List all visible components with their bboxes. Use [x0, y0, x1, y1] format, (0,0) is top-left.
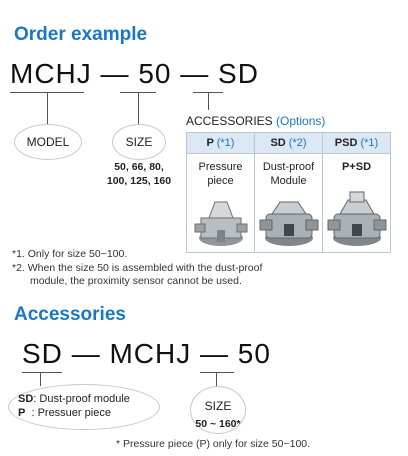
accessories-title: ACCESSORIES (Options) [186, 114, 325, 128]
code-dash: — [71, 338, 101, 369]
accessory-code: SD — MCHJ — 50 [22, 338, 271, 370]
accessories-options-text: (Options) [276, 114, 326, 128]
code-dash: — [200, 338, 230, 369]
size2-oval [190, 386, 246, 434]
size-values-line2: 100, 125, 160 [106, 175, 172, 187]
header-note: (*2) [288, 137, 307, 149]
size-label: SIZE [125, 135, 153, 149]
underline-sd [22, 372, 62, 373]
code-model: MCHJ [109, 338, 192, 369]
header-note: (*1) [360, 137, 379, 149]
code-model: MCHJ [10, 58, 92, 89]
sd-key: SD [18, 393, 34, 405]
size-values: 50, 66, 80, 100, 125, 160 [98, 160, 180, 188]
table-header-cell: PSD (*1) [322, 132, 391, 154]
header-code: P [206, 137, 214, 149]
table-header-cell: SD (*2) [254, 132, 323, 154]
gripper-psd-image [327, 191, 387, 246]
header-code: SD [270, 137, 286, 149]
desc-line2: Module [270, 175, 307, 187]
table-header-cell: P (*1) [186, 132, 255, 154]
desc-line1: Dust-proof [262, 161, 315, 173]
underline-size2 [200, 372, 234, 373]
size2-range: 50 ~ 160* [195, 418, 241, 430]
leader-size2 [216, 372, 217, 388]
model-oval [14, 124, 82, 160]
code-size: 50 [237, 338, 271, 369]
size-oval [112, 124, 166, 160]
gripper-dustproof-image [259, 201, 319, 246]
header-code: PSD [334, 137, 358, 149]
table-header-row: P (*1) SD (*2) PSD (*1) [186, 132, 391, 154]
sd-desc: : Dust-proof module [33, 393, 130, 405]
code-dash: — [100, 58, 130, 89]
accessory-p: P : Pressuer piece [18, 406, 130, 420]
size-values-line1: 50, 66, 80, [114, 161, 164, 173]
order-code: MCHJ — 50 — SD [10, 58, 259, 90]
code-dash: — [180, 58, 210, 89]
leader-sd [40, 372, 41, 386]
order-example-heading: Order example [14, 24, 148, 45]
code-accessory: SD [22, 338, 63, 369]
note-1: *1. Only for size 50~100. [12, 248, 128, 260]
code-accessory: SD [218, 58, 259, 89]
header-note: (*1) [216, 137, 235, 149]
accessory-footnote: * Pressure piece (P) only for size 50~10… [116, 438, 311, 450]
note-2a: *2. When the size 50 is assembled with t… [12, 262, 263, 274]
table-cell-psd: P+SD [322, 153, 391, 253]
leader-model [47, 92, 48, 126]
note-2b: module, the proximity sensor cannot be u… [30, 275, 242, 287]
leader-accessory [208, 92, 209, 110]
p-key: P [18, 407, 26, 419]
cell-desc: P+SD [323, 154, 390, 174]
accessories-heading: Accessories [14, 304, 126, 325]
code-size: 50 [138, 58, 172, 89]
cell-desc: Pressure piece [187, 154, 254, 188]
leader-size [138, 92, 139, 126]
desc-line1: P+SD [341, 161, 372, 173]
accessory-desc-oval [8, 384, 160, 430]
table-cell-pressure: Pressure piece [186, 153, 255, 253]
size2-label: SIZE [204, 399, 232, 413]
desc-line1: Pressure [198, 161, 243, 173]
model-label: MODEL [26, 135, 70, 149]
gripper-pressure-image [194, 201, 248, 246]
desc-line2: piece [207, 175, 234, 187]
accessory-sd: SD: Dust-proof module [18, 392, 130, 406]
accessory-desc: SD: Dust-proof module P : Pressuer piece [18, 392, 130, 420]
p-desc: : Pressuer piece [25, 407, 111, 419]
accessories-title-text: ACCESSORIES [186, 114, 273, 128]
